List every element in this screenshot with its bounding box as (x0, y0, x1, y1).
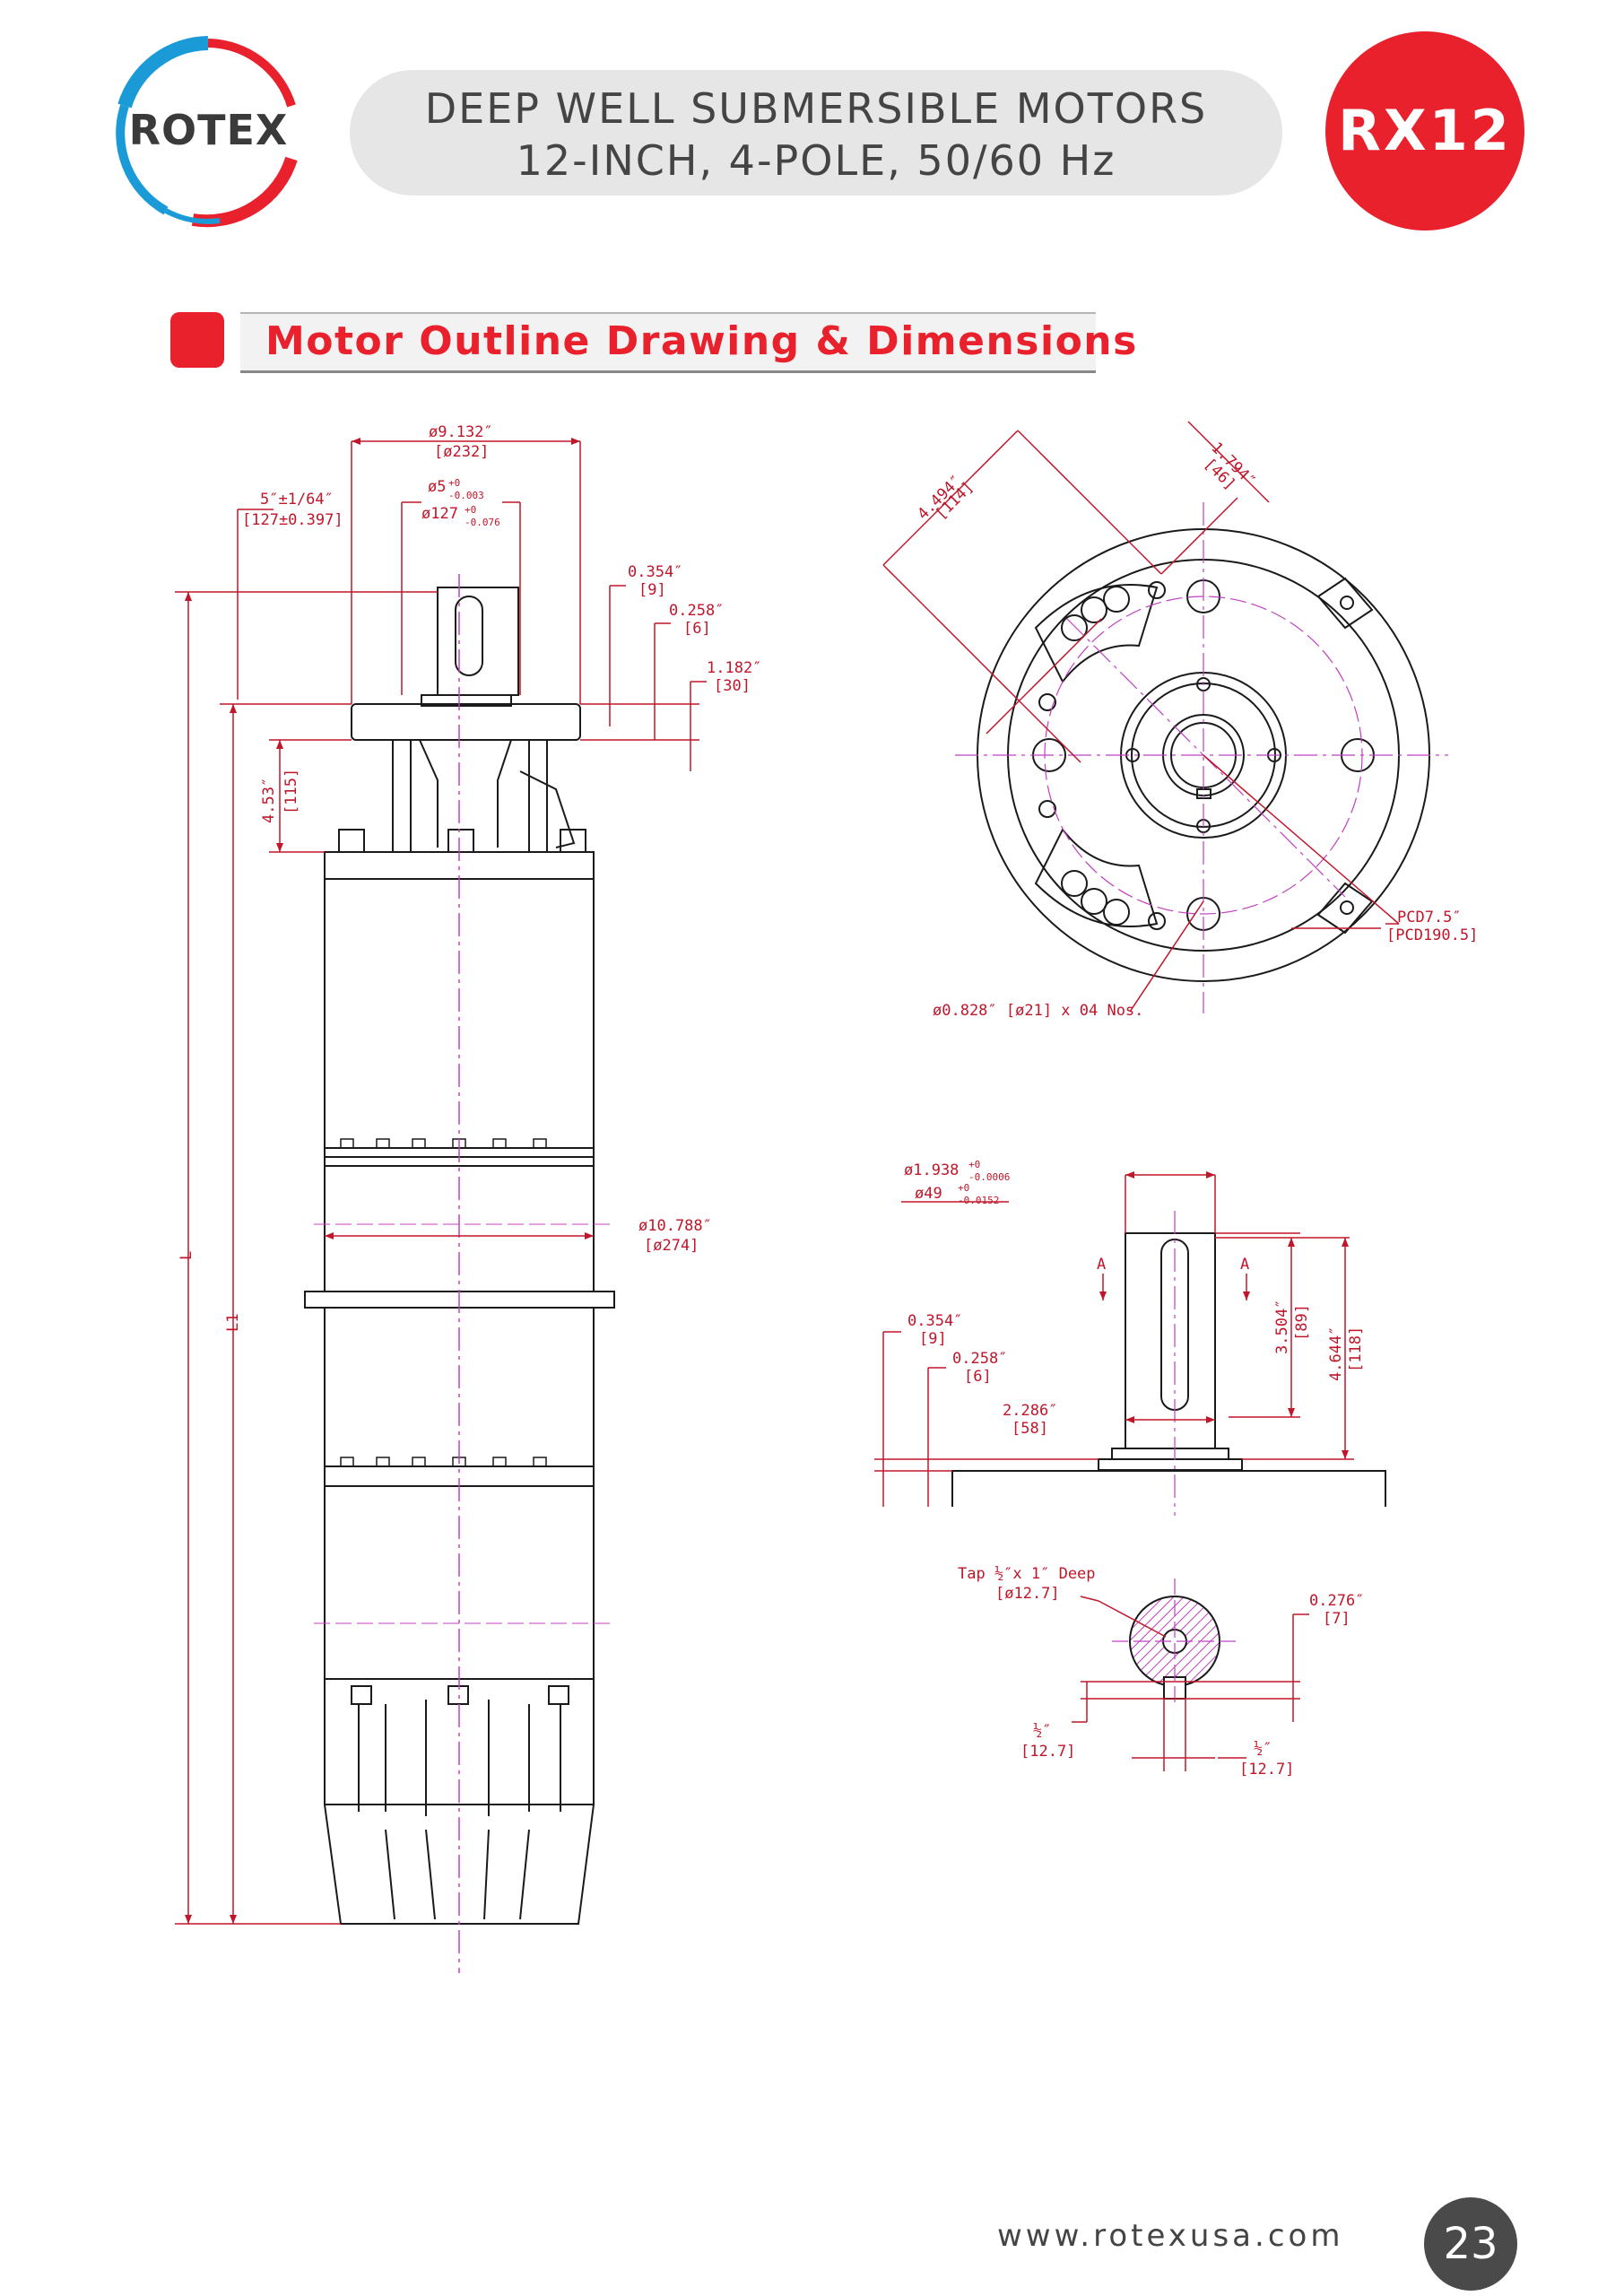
dim-pilot-mm-tol-upper: +0 (465, 504, 476, 516)
section-marker (170, 312, 224, 368)
title-line-2: 12-INCH, 4-POLE, 50/60 Hz (516, 136, 1116, 185)
dim-0354-b-mm: [9] (919, 1330, 947, 1348)
dim-1182: 1.182″ (707, 659, 761, 677)
page-number: 23 (1424, 2197, 1517, 2291)
dim-1182-mm: [30] (714, 677, 751, 695)
section-title: Motor Outline Drawing & Dimensions (265, 318, 1138, 364)
dim-shaft-tol-upper: +0 (968, 1159, 980, 1170)
dim-pilot-tol-upper: +0 (448, 477, 460, 489)
dim-pilot-mm-tol-lower: -0.076 (465, 517, 500, 528)
dim-pilot-mm: ø127 (421, 505, 458, 523)
dim-4644-mm: [118] (1347, 1326, 1365, 1372)
section-bar (240, 312, 1096, 373)
dim-pcd: PCD7.5″ (1397, 909, 1462, 926)
section-a-right: A (1240, 1256, 1249, 1274)
dim-0258-mm: [6] (683, 620, 711, 638)
dim-half-left-mm: [12.7] (1020, 1743, 1075, 1761)
dim-5in: 5″±1/64″ (260, 491, 334, 509)
dim-3504: 3.504″ (1273, 1300, 1291, 1354)
dim-453-mm: [115] (282, 769, 300, 814)
dim-0354-mm: [9] (638, 581, 666, 599)
shaft-detail (951, 1232, 1386, 1507)
dim-0258-b-mm: [6] (964, 1368, 992, 1386)
dim-shaft-mm: ø49 (915, 1185, 942, 1203)
dim-2286-mm: [58] (1012, 1420, 1048, 1438)
dim-flange-dia-mm: [ø232] (434, 443, 489, 461)
label-L: L (178, 1251, 195, 1260)
dim-2286: 2.286″ (1003, 1402, 1057, 1420)
dim-body-dia-mm: [ø274] (644, 1237, 699, 1255)
dim-pilot: ø5 (428, 478, 446, 496)
dim-half-right: ½″ (1254, 1740, 1272, 1758)
dim-4644: 4.644″ (1327, 1326, 1345, 1381)
model-badge: RX12 (1325, 31, 1524, 230)
dim-half-right-mm: [12.7] (1239, 1761, 1294, 1779)
dim-0276: 0.276″ (1309, 1592, 1364, 1610)
dim-half-left: ½″ (1033, 1722, 1051, 1740)
rotex-logo (116, 36, 298, 228)
dim-0258-b: 0.258″ (952, 1350, 1007, 1368)
website-link[interactable]: www.rotexusa.com (997, 2218, 1344, 2254)
dim-shaft-tol-lower: -0.0006 (968, 1171, 1010, 1183)
dim-0276-mm: [7] (1323, 1610, 1350, 1628)
label-L1: L1 (224, 1314, 242, 1332)
dim-0354: 0.354″ (628, 563, 682, 581)
dim-flange-dia: ø9.132″ (429, 423, 493, 441)
dim-shaft: ø1.938 (904, 1161, 959, 1179)
dim-shaft-mm-tol-lower: -0.0152 (958, 1195, 999, 1206)
dim-0354-b: 0.354″ (908, 1312, 962, 1330)
logo-text: ROTEX (128, 106, 289, 154)
title-line-1: DEEP WELL SUBMERSIBLE MOTORS (424, 84, 1208, 133)
tap-label: Tap ½″x 1″ Deep (958, 1565, 1096, 1583)
dim-5in-mm: [127±0.397] (242, 511, 343, 529)
header-title: DEEP WELL SUBMERSIBLE MOTORS 12-INCH, 4-… (350, 70, 1282, 196)
section-a-left: A (1097, 1256, 1106, 1274)
tap-mm: [ø12.7] (995, 1585, 1060, 1603)
dim-453: 4.53″ (260, 778, 278, 823)
dim-pcd-mm: [PCD190.5] (1386, 926, 1478, 944)
dim-pilot-tol-lower: -0.003 (448, 490, 484, 501)
dim-0258: 0.258″ (669, 602, 724, 620)
dim-holes: ø0.828″ [ø21] x 04 Nos. (933, 1002, 1143, 1020)
dim-3504-mm: [89] (1293, 1304, 1311, 1341)
section-a-a (1129, 1596, 1220, 1700)
dim-body-dia: ø10.788″ (638, 1217, 712, 1235)
dim-shaft-mm-tol-upper: +0 (958, 1182, 969, 1194)
